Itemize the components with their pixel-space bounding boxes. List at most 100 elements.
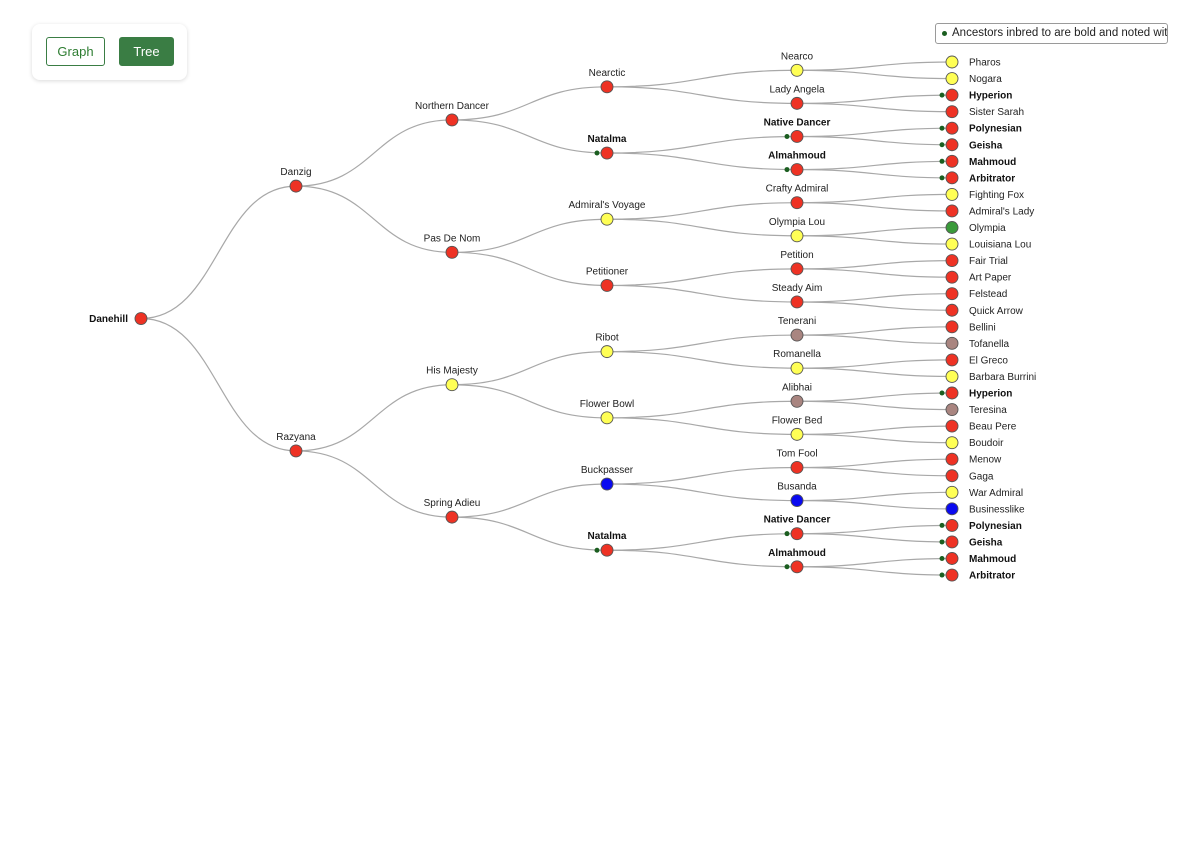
ancestor-node-admiral-s-lady[interactable]: Admiral's Lady bbox=[945, 204, 1034, 218]
ancestor-circle[interactable] bbox=[945, 287, 959, 301]
ancestor-node-businesslike[interactable]: Businesslike bbox=[945, 502, 1025, 516]
ancestor-node-art-paper[interactable]: Art Paper bbox=[945, 270, 1012, 284]
ancestor-node-his-majesty[interactable]: His Majesty bbox=[426, 366, 478, 392]
ancestor-node-nearctic[interactable]: Nearctic bbox=[589, 68, 626, 94]
ancestor-node-bellini[interactable]: Bellini bbox=[945, 320, 996, 334]
ancestor-node-menow[interactable]: Menow bbox=[945, 452, 1002, 466]
ancestor-node-razyana[interactable]: Razyana bbox=[276, 432, 316, 458]
ancestor-node-petition[interactable]: Petition bbox=[780, 250, 814, 276]
ancestor-node-northern-dancer[interactable]: Northern Dancer bbox=[415, 101, 490, 127]
ancestor-node-danehill[interactable]: Danehill bbox=[89, 312, 148, 326]
ancestor-circle[interactable] bbox=[945, 105, 959, 119]
ancestor-node-fair-trial[interactable]: Fair Trial bbox=[945, 254, 1008, 268]
ancestor-node-mahmoud[interactable]: Mahmoud bbox=[939, 154, 1017, 168]
ancestor-node-romanella[interactable]: Romanella bbox=[773, 349, 821, 375]
ancestor-circle[interactable] bbox=[790, 229, 804, 243]
ancestor-node-pas-de-nom[interactable]: Pas De Nom bbox=[424, 233, 481, 259]
ancestor-node-flower-bed[interactable]: Flower Bed bbox=[772, 415, 823, 441]
ancestor-circle[interactable] bbox=[790, 96, 804, 110]
ancestor-node-spring-adieu[interactable]: Spring Adieu bbox=[424, 498, 481, 524]
ancestor-circle[interactable] bbox=[945, 386, 959, 400]
ancestor-circle[interactable] bbox=[790, 295, 804, 309]
ancestor-circle[interactable] bbox=[945, 469, 959, 483]
ancestor-circle[interactable] bbox=[790, 494, 804, 508]
ancestor-node-olympia[interactable]: Olympia bbox=[945, 221, 1006, 235]
ancestor-node-hyperion[interactable]: Hyperion bbox=[939, 88, 1013, 102]
ancestor-node-nearco[interactable]: Nearco bbox=[781, 51, 814, 77]
ancestor-node-buckpasser[interactable]: Buckpasser bbox=[581, 465, 634, 491]
ancestor-node-native-dancer[interactable]: Native Dancer bbox=[764, 515, 831, 541]
ancestor-circle[interactable] bbox=[790, 560, 804, 574]
ancestor-node-arbitrator[interactable]: Arbitrator bbox=[939, 568, 1016, 582]
ancestor-circle[interactable] bbox=[445, 113, 459, 127]
ancestor-node-steady-aim[interactable]: Steady Aim bbox=[772, 283, 823, 309]
ancestor-circle[interactable] bbox=[945, 55, 959, 69]
ancestor-node-barbara-burrini[interactable]: Barbara Burrini bbox=[945, 370, 1036, 383]
ancestor-circle[interactable] bbox=[790, 328, 804, 342]
ancestor-circle[interactable] bbox=[945, 171, 959, 185]
ancestor-node-el-greco[interactable]: El Greco bbox=[945, 353, 1008, 367]
ancestor-circle[interactable] bbox=[600, 543, 614, 557]
ancestor-circle[interactable] bbox=[790, 130, 804, 143]
ancestor-circle[interactable] bbox=[945, 452, 959, 466]
ancestor-circle[interactable] bbox=[945, 568, 959, 582]
ancestor-node-busanda[interactable]: Busanda bbox=[777, 482, 817, 508]
ancestor-circle[interactable] bbox=[790, 63, 804, 77]
ancestor-node-danzig[interactable]: Danzig bbox=[280, 167, 312, 193]
ancestor-node-crafty-admiral[interactable]: Crafty Admiral bbox=[766, 184, 829, 210]
ancestor-node-felstead[interactable]: Felstead bbox=[945, 287, 1007, 301]
ancestor-circle[interactable] bbox=[945, 303, 959, 317]
ancestor-circle[interactable] bbox=[600, 80, 614, 94]
ancestor-node-almahmoud[interactable]: Almahmoud bbox=[768, 151, 826, 177]
ancestor-node-flower-bowl[interactable]: Flower Bowl bbox=[580, 399, 634, 425]
ancestor-node-native-dancer[interactable]: Native Dancer bbox=[764, 117, 831, 143]
ancestor-node-pharos[interactable]: Pharos bbox=[945, 55, 1001, 69]
ancestor-circle[interactable] bbox=[600, 345, 614, 359]
ancestor-node-olympia-lou[interactable]: Olympia Lou bbox=[769, 217, 825, 243]
ancestor-circle[interactable] bbox=[945, 502, 959, 516]
ancestor-circle[interactable] bbox=[134, 312, 148, 325]
ancestor-node-beau-pere[interactable]: Beau Pere bbox=[945, 419, 1017, 433]
ancestor-node-fighting-fox[interactable]: Fighting Fox bbox=[945, 187, 1024, 201]
ancestor-circle[interactable] bbox=[945, 72, 959, 86]
ancestor-circle[interactable] bbox=[600, 146, 614, 160]
ancestor-node-admiral-s-voyage[interactable]: Admiral's Voyage bbox=[569, 200, 646, 226]
ancestor-circle[interactable] bbox=[600, 278, 614, 292]
ancestor-circle[interactable] bbox=[945, 535, 959, 549]
ancestor-circle[interactable] bbox=[600, 477, 614, 491]
ancestor-circle[interactable] bbox=[945, 353, 959, 367]
ancestor-circle[interactable] bbox=[945, 552, 959, 565]
ancestor-circle[interactable] bbox=[600, 212, 614, 226]
ancestor-circle[interactable] bbox=[945, 403, 959, 416]
ancestor-circle[interactable] bbox=[945, 254, 959, 268]
ancestor-circle[interactable] bbox=[945, 221, 959, 234]
ancestor-circle[interactable] bbox=[600, 411, 614, 425]
ancestor-node-polynesian[interactable]: Polynesian bbox=[939, 121, 1022, 135]
ancestor-node-nogara[interactable]: Nogara bbox=[945, 72, 1002, 86]
ancestor-node-tofanella[interactable]: Tofanella bbox=[945, 336, 1009, 350]
ancestor-node-alibhai[interactable]: Alibhai bbox=[782, 382, 812, 408]
ancestor-circle[interactable] bbox=[945, 336, 959, 350]
ancestor-circle[interactable] bbox=[790, 361, 804, 375]
ancestor-circle[interactable] bbox=[945, 88, 959, 102]
ancestor-node-sister-sarah[interactable]: Sister Sarah bbox=[945, 105, 1024, 119]
ancestor-node-tenerani[interactable]: Tenerani bbox=[778, 316, 816, 342]
ancestor-circle[interactable] bbox=[790, 163, 804, 177]
tree-view-button[interactable]: Tree bbox=[119, 37, 174, 66]
ancestor-node-polynesian[interactable]: Polynesian bbox=[939, 518, 1022, 532]
ancestor-circle[interactable] bbox=[289, 179, 303, 193]
ancestor-circle[interactable] bbox=[945, 237, 959, 251]
ancestor-node-geisha[interactable]: Geisha bbox=[939, 138, 1003, 152]
ancestor-node-lady-angela[interactable]: Lady Angela bbox=[769, 84, 825, 110]
ancestor-node-mahmoud[interactable]: Mahmoud bbox=[939, 552, 1017, 566]
ancestor-circle[interactable] bbox=[790, 394, 804, 408]
ancestor-node-louisiana-lou[interactable]: Louisiana Lou bbox=[945, 237, 1031, 251]
ancestor-circle[interactable] bbox=[945, 436, 959, 450]
ancestor-node-petitioner[interactable]: Petitioner bbox=[586, 266, 629, 292]
ancestor-node-ribot[interactable]: Ribot bbox=[595, 333, 619, 359]
ancestor-node-hyperion[interactable]: Hyperion bbox=[939, 386, 1013, 400]
ancestor-node-teresina[interactable]: Teresina bbox=[945, 403, 1007, 417]
ancestor-circle[interactable] bbox=[445, 245, 459, 259]
ancestor-node-gaga[interactable]: Gaga bbox=[945, 469, 994, 483]
ancestor-circle[interactable] bbox=[790, 262, 804, 276]
